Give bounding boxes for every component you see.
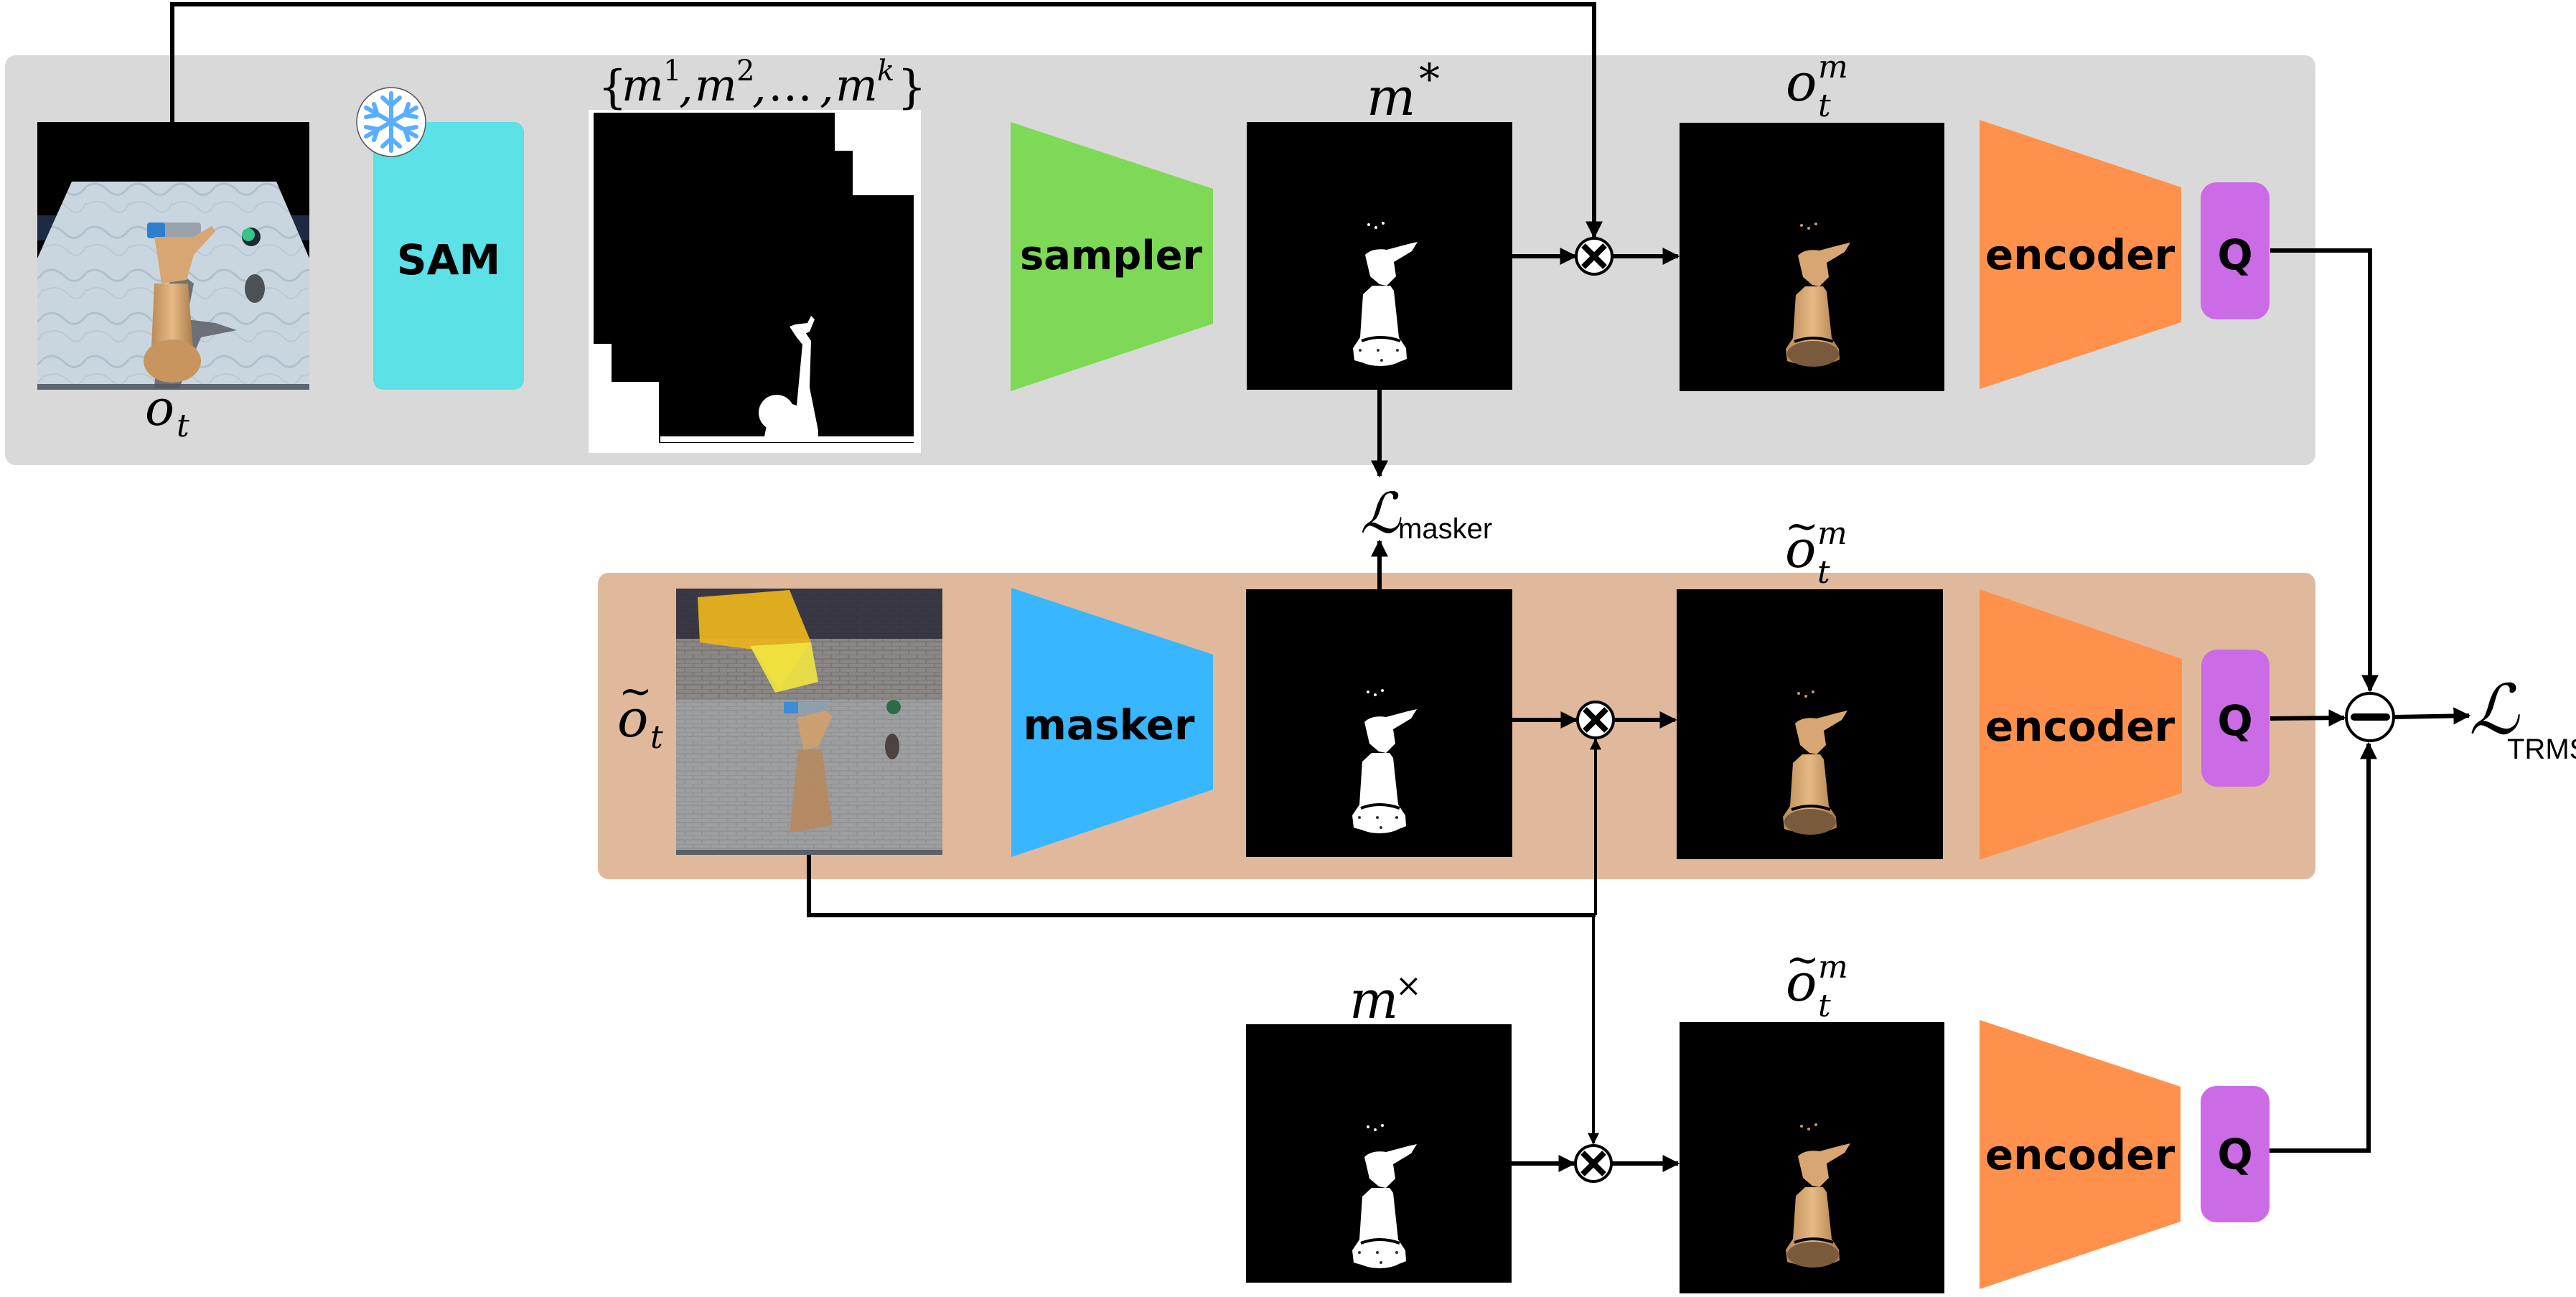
svg-text:*: * (1419, 55, 1440, 103)
sampler-block (1011, 122, 1213, 391)
label-otm: o t m (1786, 49, 1848, 124)
wire-q1-to-subtract (2270, 248, 2379, 693)
svg-text:…: … (768, 59, 812, 111)
wire-q3-to-subtract (2270, 741, 2377, 1153)
svg-text:t: t (1817, 554, 1830, 591)
svg-text:,: , (679, 60, 693, 113)
label-mask-set: { m 1 , m 2 , … , m k } (598, 55, 927, 114)
svg-text:k: k (877, 55, 894, 88)
sam-label: SAM (397, 235, 500, 284)
augmented-observation-otilde (676, 589, 942, 855)
svg-text:ℒ: ℒ (2469, 670, 2520, 750)
svg-text:~: ~ (1785, 503, 1819, 550)
q-head (2201, 182, 2270, 319)
q-head-2 (2201, 650, 2270, 787)
mask-set-image (589, 110, 921, 453)
multiply-operator-3 (1574, 1144, 1613, 1183)
loss-masker: ℒ masker (1360, 482, 1492, 546)
wire-subtract-to-ltrms (2394, 707, 2471, 725)
svg-text:}: } (897, 61, 927, 114)
mask-image-mcross (1246, 1024, 1512, 1283)
svg-text:m: m (1367, 67, 1415, 127)
subtract-operator (2345, 692, 2395, 742)
svg-text:t: t (177, 408, 189, 444)
wire-ot-to-multiply-top (170, 2, 1603, 239)
encoder-block (1980, 120, 2181, 389)
masked-observation-otm (1680, 123, 1944, 391)
svg-text:2: 2 (736, 55, 754, 88)
masker-label: masker (1023, 701, 1194, 749)
svg-text:t: t (1818, 988, 1831, 1024)
svg-text:m: m (1817, 515, 1847, 552)
svg-text:o: o (1786, 52, 1817, 113)
sam-block (373, 122, 524, 390)
predicted-mask-image (1246, 589, 1512, 857)
q-label-2: Q (2217, 696, 2252, 745)
svg-text:o: o (145, 380, 174, 437)
label-otildem-2: ~ o t m (1786, 937, 1848, 1024)
masker-block (1011, 588, 1213, 857)
svg-text:o: o (617, 688, 648, 749)
masked-augmented-observation (1677, 589, 1943, 859)
sampler-label: sampler (1020, 233, 1203, 279)
q-head-3 (2201, 1086, 2270, 1222)
encoder-label-3: encoder (1985, 1130, 2175, 1179)
svg-text:m: m (1818, 49, 1848, 85)
multiply-operator (1575, 237, 1613, 276)
q-label-3: Q (2217, 1130, 2252, 1179)
svg-text:,: , (752, 60, 767, 113)
svg-text:~: ~ (619, 668, 652, 715)
label-mcross: m × (1349, 968, 1422, 1030)
svg-text:o: o (1786, 952, 1817, 1013)
mask-image-mstar (1247, 122, 1512, 390)
svg-text:~: ~ (1786, 937, 1819, 983)
label-mstar: m * (1367, 55, 1440, 127)
encoder-label-2: encoder (1985, 702, 2175, 751)
svg-text:m: m (1349, 970, 1398, 1030)
svg-text:,: , (820, 60, 834, 113)
svg-text:masker: masker (1398, 513, 1492, 545)
encoder-label: encoder (1985, 230, 2175, 279)
observation-image-ot (37, 122, 309, 390)
q-label: Q (2217, 230, 2252, 279)
loss-trms: ℒ TRMS (2469, 670, 2576, 765)
svg-text:{: { (598, 61, 627, 114)
svg-text:o: o (1785, 519, 1816, 579)
svg-text:m: m (622, 59, 664, 111)
label-otilde: ~ o t (617, 668, 663, 756)
svg-text:m: m (695, 59, 737, 111)
masked-augmented-observation-2 (1680, 1022, 1944, 1293)
label-ot: o t (145, 380, 189, 444)
svg-text:1: 1 (663, 55, 681, 88)
wire-otilde-bus (807, 855, 1596, 917)
encoder-block-3 (1980, 1020, 2181, 1289)
svg-text:t: t (1818, 88, 1831, 124)
svg-text:ℒ: ℒ (1360, 482, 1402, 546)
encoder-block-2 (1980, 589, 2182, 860)
svg-text:×: × (1395, 968, 1422, 1004)
svg-text:TRMS: TRMS (2507, 734, 2576, 765)
svg-text:m: m (835, 59, 878, 111)
multiply-operator-2 (1576, 701, 1615, 739)
snowflake-icon (356, 87, 426, 157)
label-otildem: ~ o t m (1785, 503, 1847, 591)
svg-text:t: t (650, 719, 663, 756)
svg-text:m: m (1818, 949, 1848, 985)
